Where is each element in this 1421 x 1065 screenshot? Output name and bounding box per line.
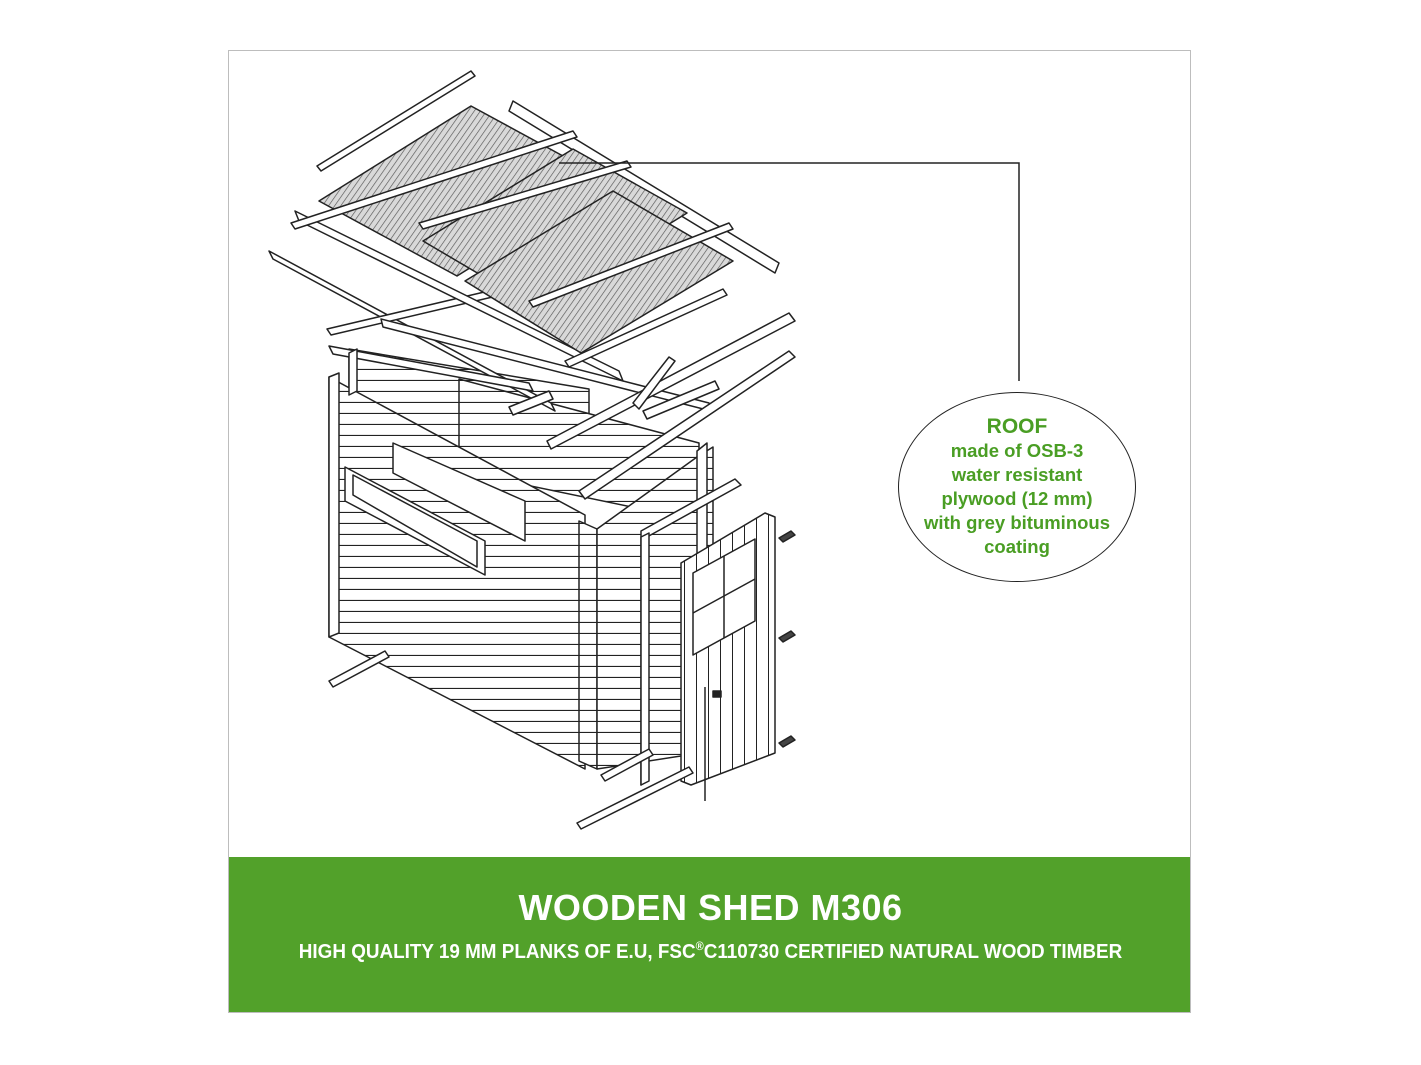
product-frame: ROOF made of OSB-3 water resistant plywo… — [228, 50, 1191, 1013]
roof-beam — [642, 380, 720, 420]
roof-callout-line: coating — [984, 536, 1050, 557]
registered-mark: ® — [695, 939, 704, 953]
floor-rail — [600, 748, 654, 782]
callout-leader — [559, 162, 1020, 381]
front-wall-corner — [578, 520, 598, 770]
roof-batten — [564, 288, 728, 368]
roof-beam — [508, 390, 554, 416]
product-title: WOODEN SHED M306 — [518, 887, 903, 928]
front-window-glass — [352, 474, 478, 568]
roof-callout-line: made of OSB-3 — [950, 440, 1084, 461]
product-subtitle: HIGH QUALITY 19 MM PLANKS OF E.U, FSC®C1… — [268, 939, 1154, 964]
roof-beam — [632, 356, 676, 410]
corner-post — [348, 348, 358, 396]
roof-callout-line: with grey bituminous — [923, 512, 1111, 533]
roof-callout-heading: ROOF — [986, 415, 1048, 438]
roof-callout: ROOF made of OSB-3 water resistant plywo… — [898, 392, 1136, 582]
roof-beam — [328, 345, 534, 392]
hinge — [778, 530, 796, 543]
floor-rail — [576, 766, 694, 830]
roof-callout-line: plywood (12 mm) — [941, 488, 1093, 509]
roof-callout-line: water resistant — [951, 464, 1083, 485]
roof-batten — [290, 130, 578, 230]
hinge — [778, 630, 796, 643]
exploded-shed-diagram — [268, 70, 1020, 830]
door-frame-post — [640, 532, 650, 786]
roof-panel — [464, 190, 734, 354]
roof-batten — [418, 160, 632, 230]
floor-rail — [328, 650, 390, 688]
roof-edge-board — [316, 70, 476, 172]
roof-beam — [578, 350, 796, 500]
subtitle-part: C110730 CERTIFIED NATURAL WOOD TIMBER — [703, 939, 1123, 963]
product-banner: WOODEN SHED M306 HIGH QUALITY 19 MM PLAN… — [229, 857, 1190, 1012]
roof-batten — [528, 222, 734, 308]
back-window — [392, 442, 526, 542]
roof-beam — [546, 312, 796, 450]
subtitle-part: HIGH QUALITY 19 MM PLANKS OF E.U, FSC — [298, 939, 696, 963]
roof-beam — [294, 210, 624, 382]
hinge — [778, 735, 796, 748]
corner-post — [328, 372, 340, 638]
